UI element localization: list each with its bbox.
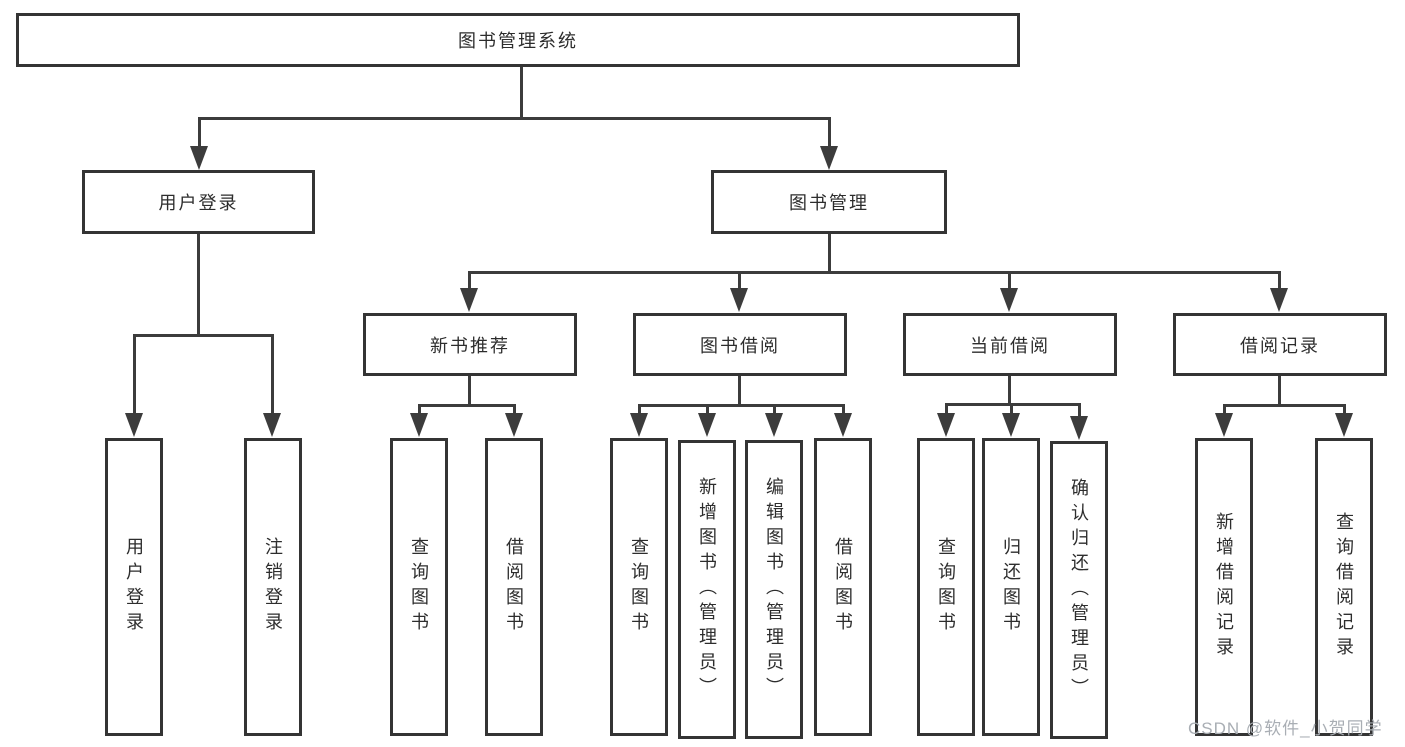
leaf-query-borrow-record: 查询借阅记录 <box>1315 438 1373 736</box>
arrow-down-icon <box>730 288 748 312</box>
node-borrow-records: 借阅记录 <box>1173 313 1387 376</box>
node-book-borrow: 图书借阅 <box>633 313 847 376</box>
leaf-recommend-query-books: 查询图书 <box>390 438 448 736</box>
connector-line <box>945 403 948 414</box>
arrow-down-icon <box>834 413 852 437</box>
connector-line <box>513 404 516 414</box>
connector-line <box>468 271 471 289</box>
connector-line <box>1343 404 1346 414</box>
leaf-confirm-return-admin: 确认归还（管理员） <box>1050 441 1108 739</box>
node-user-login-label: 用户登录 <box>158 193 239 213</box>
connector-line <box>1223 404 1345 407</box>
arrow-down-icon <box>630 413 648 437</box>
node-current-borrow-label: 当前借阅 <box>970 335 1050 356</box>
connector-line <box>738 376 741 406</box>
arrow-down-icon <box>1270 288 1288 312</box>
connector-line <box>1078 403 1081 417</box>
connector-line <box>198 117 201 147</box>
connector-line <box>1278 271 1281 289</box>
leaf-confirm-return-admin-label: 确认归还（管理员） <box>1069 477 1089 703</box>
node-new-book-recommend: 新书推荐 <box>363 313 577 376</box>
leaf-add-books-admin: 新增图书（管理员） <box>678 440 736 739</box>
leaf-borrow-query-books-label: 查询图书 <box>629 537 649 637</box>
connector-line <box>197 234 200 336</box>
leaf-borrow-books: 借阅图书 <box>814 438 872 736</box>
leaf-query-borrow-record-label: 查询借阅记录 <box>1334 512 1354 662</box>
connector-line <box>1278 376 1281 406</box>
node-borrow-records-label: 借阅记录 <box>1240 335 1320 356</box>
arrow-down-icon <box>505 413 523 437</box>
leaf-current-query-books: 查询图书 <box>917 438 975 736</box>
connector-line <box>1008 271 1011 289</box>
arrow-down-icon <box>820 146 838 170</box>
connector-line <box>1008 376 1011 405</box>
leaf-return-books: 归还图书 <box>982 438 1040 736</box>
leaf-recommend-borrow-books-label: 借阅图书 <box>504 537 524 637</box>
leaf-return-books-label: 归还图书 <box>1001 537 1021 637</box>
arrow-down-icon <box>1335 413 1353 437</box>
leaf-add-borrow-record: 新增借阅记录 <box>1195 438 1253 736</box>
connector-line <box>842 404 845 414</box>
connector-line <box>468 271 1280 274</box>
arrow-down-icon <box>263 413 281 437</box>
csdn-watermark: CSDN @软件_小贺同学 <box>1188 719 1383 738</box>
connector-line <box>773 404 776 414</box>
leaf-logout-label: 注销登录 <box>263 537 283 637</box>
node-root-label: 图书管理系统 <box>458 31 578 51</box>
node-current-borrow: 当前借阅 <box>903 313 1117 376</box>
arrow-down-icon <box>698 413 716 437</box>
connector-line <box>418 404 516 407</box>
connector-line <box>706 404 709 414</box>
leaf-borrow-query-books: 查询图书 <box>610 438 668 736</box>
node-book-management-label: 图书管理 <box>789 193 869 213</box>
connector-line <box>1223 404 1226 414</box>
connector-line <box>828 117 831 147</box>
node-root: 图书管理系统 <box>16 13 1020 67</box>
leaf-recommend-query-books-label: 查询图书 <box>409 537 429 637</box>
node-user-login: 用户登录 <box>82 170 315 234</box>
connector-line <box>271 334 274 414</box>
connector-line <box>520 67 523 119</box>
arrow-down-icon <box>1070 416 1088 440</box>
node-book-management: 图书管理 <box>711 170 947 234</box>
arrow-down-icon <box>765 413 783 437</box>
leaf-recommend-borrow-books: 借阅图书 <box>485 438 543 736</box>
leaf-current-query-books-label: 查询图书 <box>936 537 956 637</box>
connector-line <box>468 376 471 406</box>
arrow-down-icon <box>125 413 143 437</box>
leaf-add-borrow-record-label: 新增借阅记录 <box>1214 512 1234 662</box>
connector-line <box>133 334 273 337</box>
leaf-user-login: 用户登录 <box>105 438 163 736</box>
leaf-user-login-label: 用户登录 <box>124 537 144 637</box>
leaf-borrow-books-label: 借阅图书 <box>833 537 853 637</box>
connector-line <box>738 271 741 289</box>
arrow-down-icon <box>937 413 955 437</box>
connector-line <box>638 404 641 414</box>
node-new-book-recommend-label: 新书推荐 <box>430 335 510 356</box>
connector-line <box>638 404 844 407</box>
leaf-edit-books-admin: 编辑图书（管理员） <box>745 440 803 739</box>
arrow-down-icon <box>1002 413 1020 437</box>
leaf-edit-books-admin-label: 编辑图书（管理员） <box>764 477 784 702</box>
arrow-down-icon <box>190 146 208 170</box>
arrow-down-icon <box>1000 288 1018 312</box>
arrow-down-icon <box>410 413 428 437</box>
node-book-borrow-label: 图书借阅 <box>700 335 780 356</box>
connector-line <box>1010 403 1013 414</box>
connector-line <box>198 117 831 120</box>
connector-line <box>133 334 136 414</box>
arrow-down-icon <box>1215 413 1233 437</box>
connector-line <box>418 404 421 414</box>
leaf-logout: 注销登录 <box>244 438 302 736</box>
leaf-add-books-admin-label: 新增图书（管理员） <box>697 477 717 702</box>
connector-line <box>828 234 831 273</box>
arrow-down-icon <box>460 288 478 312</box>
